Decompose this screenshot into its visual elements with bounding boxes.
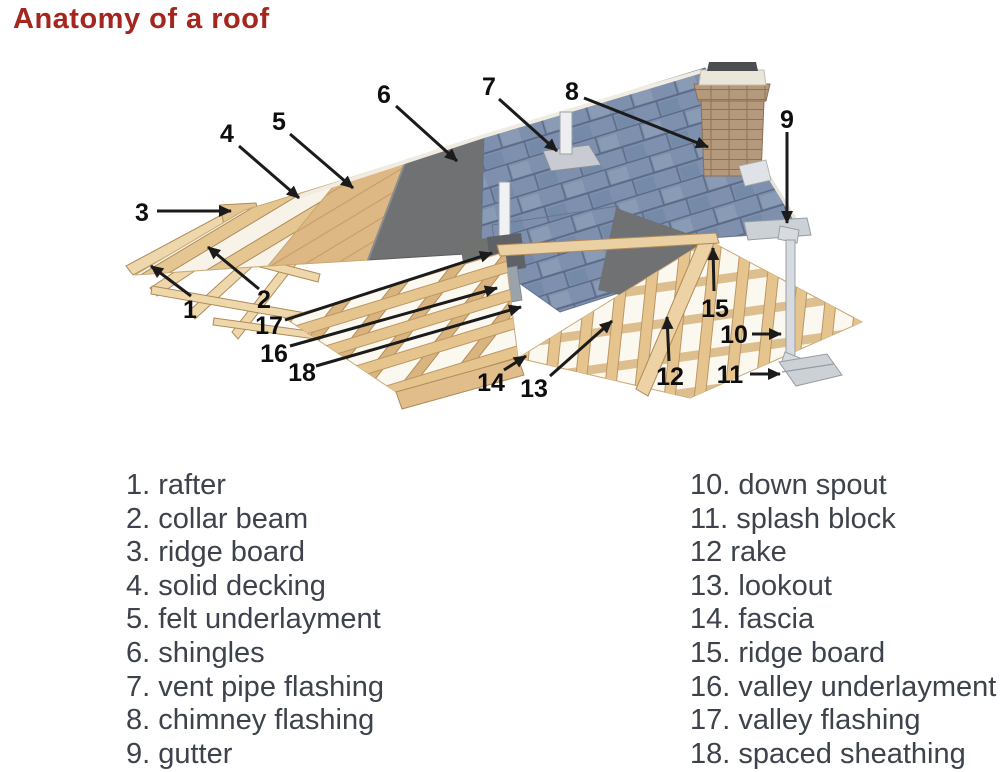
secondary-gable: [283, 232, 864, 410]
callout-arrow-14: [503, 354, 527, 372]
legend-item: 14. fascia: [690, 603, 815, 636]
legend-item: 8. chimney flashing: [126, 704, 375, 737]
chimney-corbel: [693, 83, 771, 102]
callout-number: 13: [520, 375, 548, 403]
splash-block-edge: [781, 363, 835, 373]
legend-item: 17. valley flashing: [690, 704, 921, 737]
roof-diagram: 1 2 3 4 5 6 7 8 9 10 11 12 13 14 15 16 1…: [125, 62, 864, 410]
sheathing-battens: [285, 252, 518, 392]
legend-item: 12 rake: [690, 536, 787, 569]
legend-item: 10. down spout: [690, 469, 887, 501]
legend-item: 13. lookout: [690, 569, 832, 602]
callout-arrow-1: [150, 264, 192, 298]
page-title: Anatomy of a roof: [13, 3, 270, 35]
legend-item: 11. splash block: [690, 502, 896, 535]
callout-arrows: [150, 96, 793, 380]
chimney-flashing: [738, 159, 772, 187]
gutter: [743, 217, 812, 241]
downspout-assembly: [777, 225, 843, 387]
callout-number: 11: [717, 361, 744, 389]
ridge-board-front: [496, 232, 720, 257]
legend-item: 7. vent pipe flashing: [126, 670, 384, 703]
callout-number: 12: [656, 363, 684, 391]
callout-number: 2: [257, 286, 271, 314]
callout-number: 17: [255, 312, 283, 340]
callout-arrow-16: [289, 285, 498, 348]
callout-arrow-12: [661, 316, 674, 362]
callout-arrow-2: [207, 245, 260, 291]
ridge-cap-highlight: [299, 69, 703, 198]
callout-numbers: 1 2 3 4 5 6 7 8 9 10 11 12 13 14 15 16 1…: [135, 73, 794, 403]
legend-item: 3. ridge board: [126, 536, 305, 569]
callout-number: 8: [565, 78, 579, 106]
legend-item: 1. rafter: [126, 469, 226, 501]
callout-arrow-5: [289, 132, 354, 190]
callout-arrow-15: [707, 247, 720, 292]
callout-number: 15: [701, 295, 729, 323]
callout-number: 7: [482, 73, 496, 101]
felt-edge-highlight: [367, 159, 407, 261]
callout-arrow-4: [238, 144, 300, 200]
legend-item: 2. collar beam: [126, 502, 309, 535]
chimney-top-opening: [707, 62, 758, 71]
callout-number: 4: [220, 120, 234, 148]
legend-item: 6. shingles: [126, 636, 265, 669]
callout-number: 14: [477, 369, 505, 397]
callout-number: 5: [272, 108, 286, 136]
callout-number: 1: [183, 296, 197, 324]
callout-number: 3: [135, 199, 149, 227]
legend-item: 4. solid decking: [126, 569, 326, 602]
callout-number: 10: [720, 321, 748, 349]
callout-arrow-8: [583, 96, 709, 149]
callout-number: 9: [780, 106, 794, 134]
felt-valley-wedge: [598, 208, 703, 303]
downspout: [785, 239, 796, 357]
legend-item: 5. felt underlayment: [126, 603, 381, 636]
downspout-elbow-top: [777, 225, 800, 244]
callout-number: 16: [260, 340, 288, 368]
chimney-crown: [698, 69, 767, 86]
legend-item: 16. valley underlayment: [690, 670, 997, 703]
callout-arrow-7: [497, 97, 559, 153]
callout-number: 6: [377, 81, 391, 109]
legend-column-left: 1. rafter 2. collar beam 3. ridge board …: [126, 469, 384, 771]
vent-pipe: [559, 111, 573, 155]
legend-item: 18. spaced sheathing: [690, 737, 966, 770]
legend-item: 15. ridge board: [690, 636, 886, 669]
legend-column-right: 10. down spout 11. splash block 12 rake …: [690, 469, 996, 771]
gable-right-rafters: [518, 240, 862, 398]
chimney: [693, 62, 772, 187]
callout-arrow-17: [284, 250, 493, 322]
callout-number: 18: [288, 359, 316, 387]
callout-arrow-13: [549, 319, 613, 378]
callout-arrow-6: [394, 104, 459, 163]
fascia-board: [395, 357, 525, 410]
splash-block: [778, 353, 843, 387]
legend-item: 9. gutter: [126, 737, 233, 770]
callout-arrow-18: [315, 304, 522, 368]
